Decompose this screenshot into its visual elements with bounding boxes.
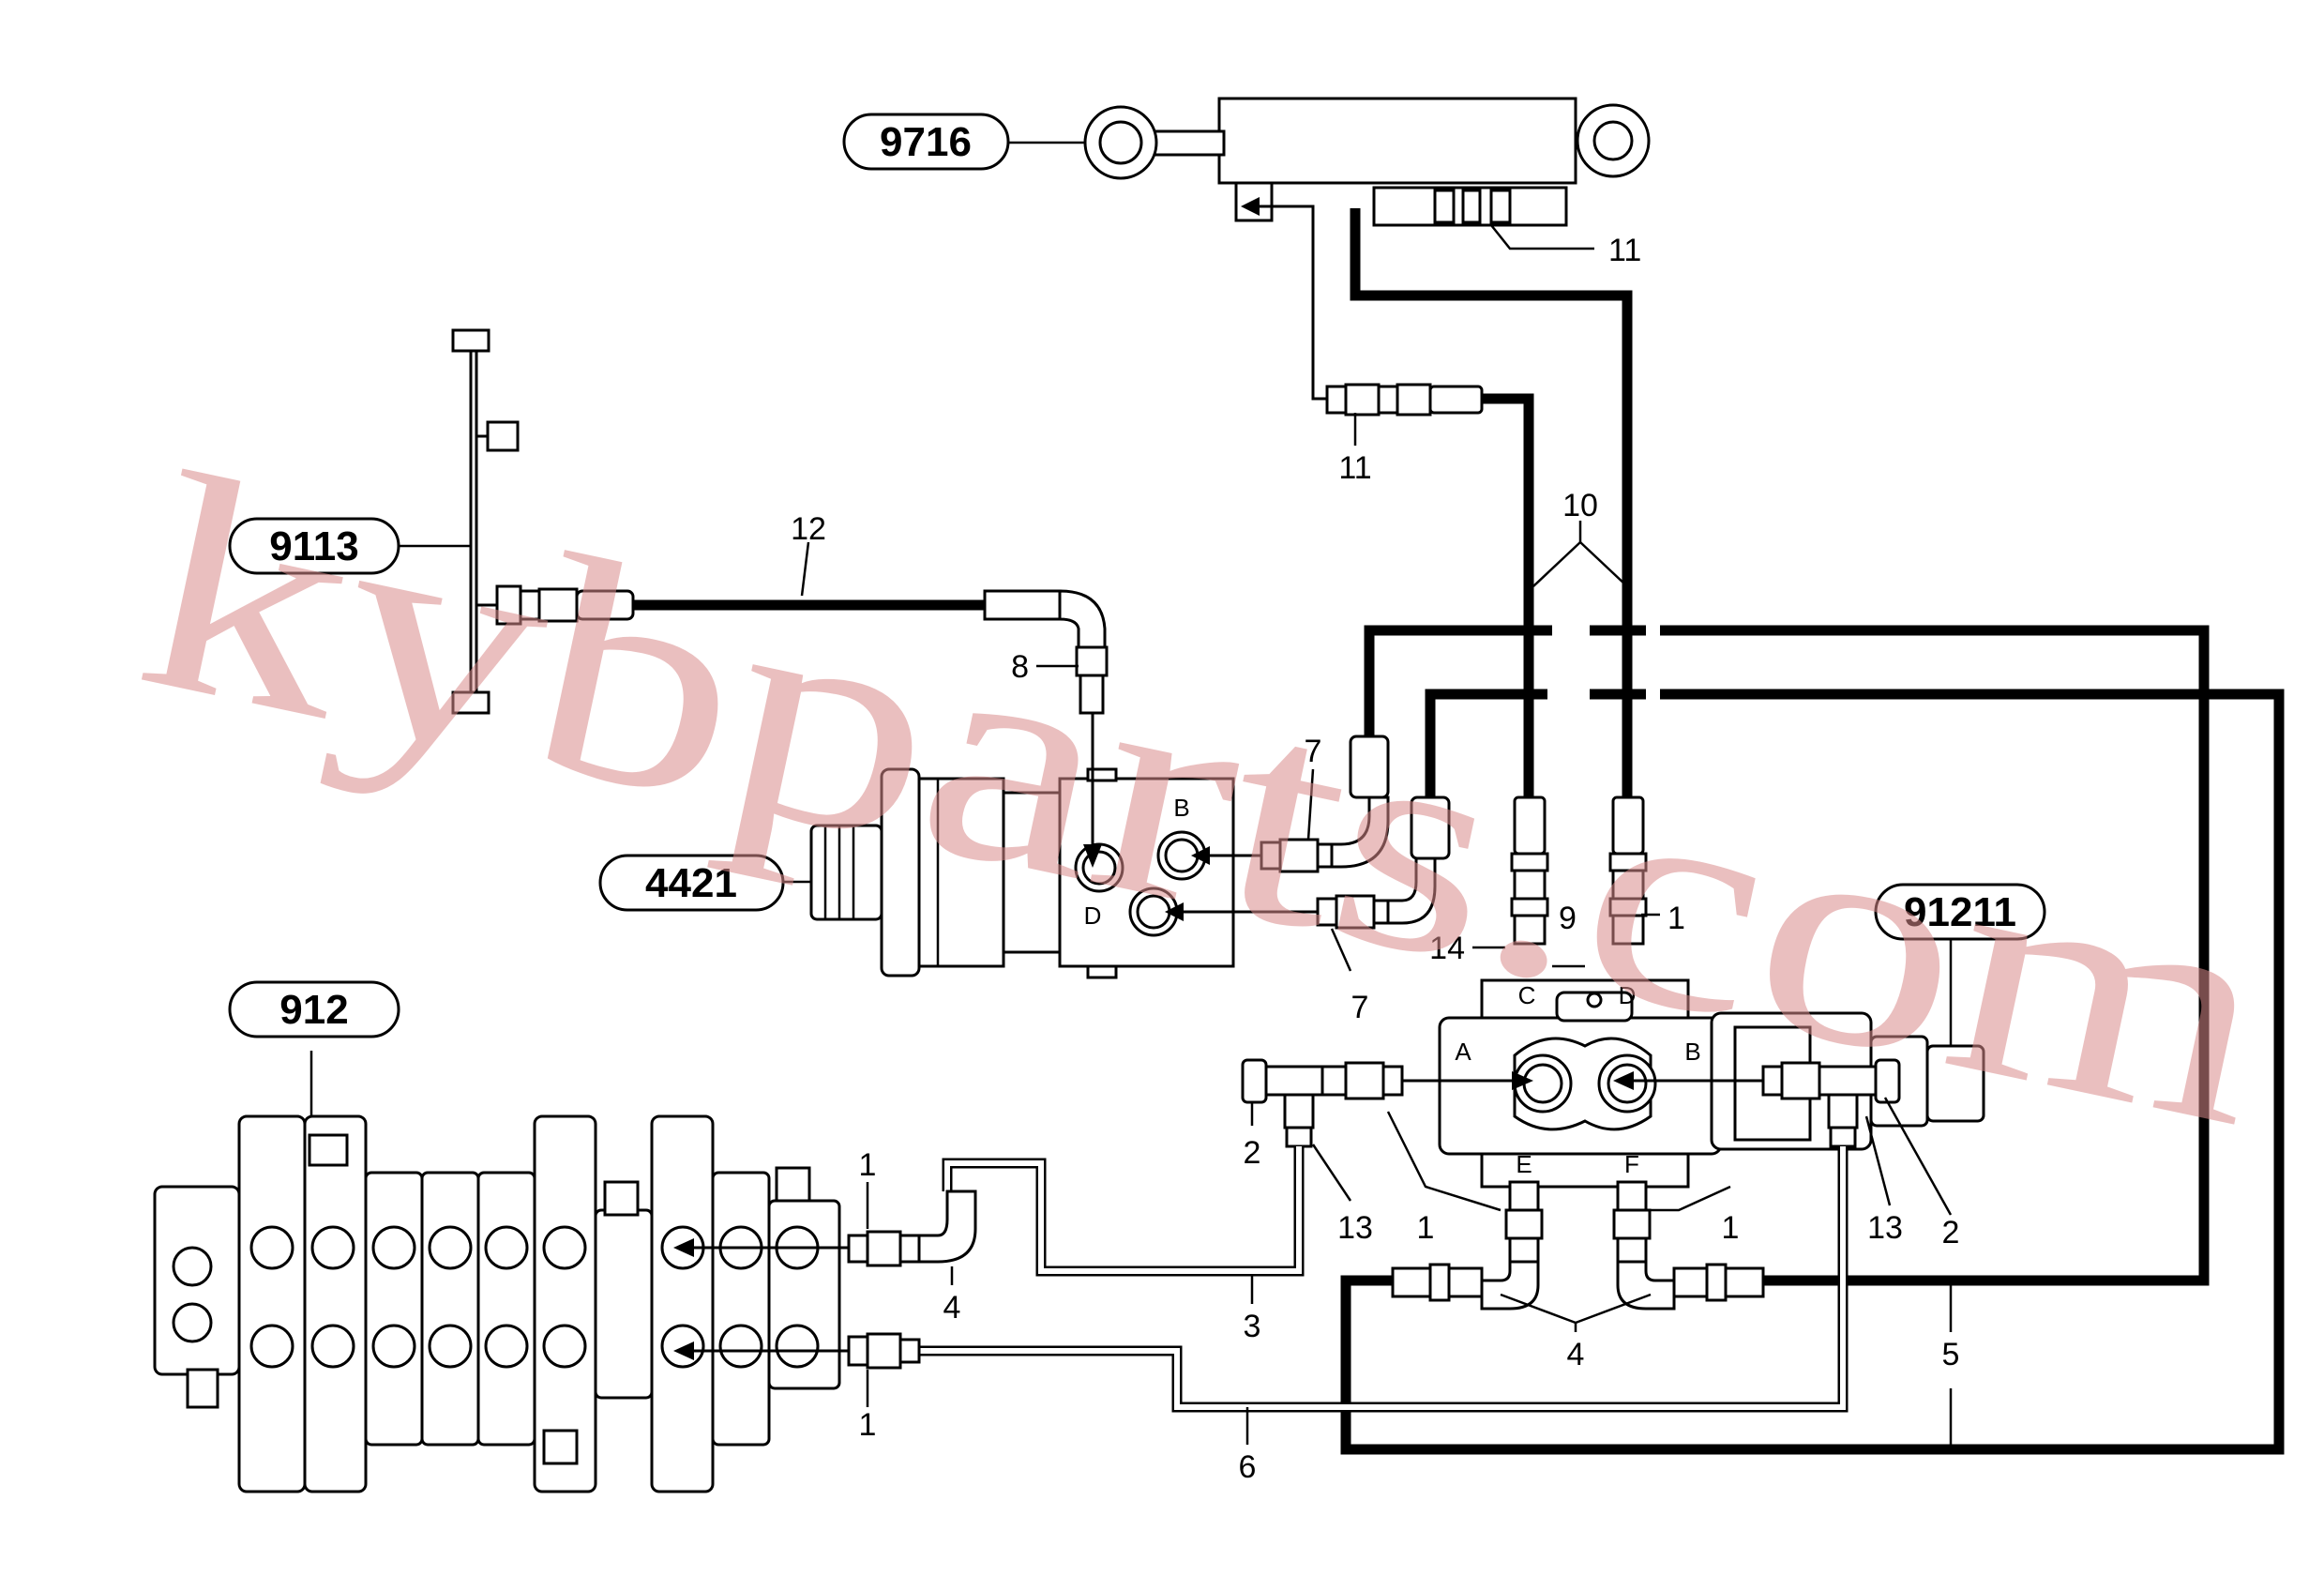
hoses-4	[1391, 1180, 1765, 1325]
label-12: 12	[791, 511, 826, 547]
label-1-valve-right: 1	[1722, 1210, 1740, 1246]
label-10: 10	[1562, 488, 1598, 523]
label-9: 9	[1559, 901, 1577, 936]
watermark-text: kybparts.com	[116, 408, 2298, 1191]
callout-9113: 9113	[228, 517, 400, 575]
port-e-valve: E	[1516, 1150, 1532, 1178]
port-c-valve: C	[1518, 981, 1536, 1009]
label-1-top: 1	[859, 1147, 877, 1183]
label-2-left: 2	[1244, 1135, 1261, 1171]
port-d-valve: D	[1619, 981, 1637, 1009]
label-1-bottom: 1	[859, 1407, 877, 1443]
port-f-valve: F	[1624, 1150, 1639, 1178]
label-3: 3	[1244, 1309, 1261, 1344]
label-1-right: 1	[1668, 901, 1685, 936]
label-2-right: 2	[1942, 1215, 1960, 1250]
leader-lines	[800, 141, 1953, 1449]
label-11-top: 11	[1608, 233, 1641, 268]
callout-9716: 9716	[842, 113, 1010, 171]
cylinder-9716	[1083, 97, 1651, 227]
callout-91211: 91211	[1874, 883, 2046, 941]
hose-7-upper	[1191, 625, 2210, 1286]
label-4-left: 4	[943, 1290, 961, 1326]
svg-text:912: 912	[279, 987, 348, 1033]
tee-manifold-9113	[399, 328, 520, 715]
label-7-bottom: 7	[1351, 990, 1369, 1025]
label-4-mid: 4	[1567, 1337, 1585, 1372]
label-1-valve-left: 1	[1417, 1210, 1435, 1246]
hoses-10	[1241, 197, 1648, 968]
label-6: 6	[1239, 1449, 1257, 1485]
svg-text:91211: 91211	[1904, 889, 2016, 935]
part-number-labels: 11 11 12 10 8 7 7 9 1 14 2 13 1 1 13 2 1…	[791, 233, 1959, 1485]
callout-4421: 4421	[598, 854, 785, 912]
label-11-mid: 11	[1338, 450, 1371, 486]
label-14: 14	[1429, 931, 1465, 966]
motor-4421	[783, 767, 1235, 979]
svg-text:4421: 4421	[645, 860, 737, 906]
label-13-right: 13	[1867, 1210, 1903, 1246]
hose-7-lower	[1165, 689, 2285, 1455]
lines-to-912	[673, 1190, 977, 1370]
port-d-motor: D	[1084, 902, 1102, 930]
port-b-motor: B	[1173, 794, 1189, 822]
label-13-left: 13	[1337, 1210, 1373, 1246]
label-8: 8	[1011, 649, 1029, 685]
lines-3-6	[919, 1146, 1849, 1413]
svg-text:9113: 9113	[269, 523, 358, 569]
port-b-valve: B	[1684, 1038, 1700, 1066]
label-7-top: 7	[1305, 734, 1322, 769]
callout-912: 912	[228, 980, 400, 1038]
port-a-valve: A	[1455, 1038, 1471, 1066]
port-letters: B D C D A B E F	[1084, 794, 1701, 1178]
control-valve-912	[153, 1051, 841, 1493]
tee-fittings-13	[1241, 1058, 1901, 1148]
label-5: 5	[1942, 1337, 1960, 1372]
svg-text:9716: 9716	[880, 119, 972, 165]
hose-12	[495, 584, 1109, 715]
